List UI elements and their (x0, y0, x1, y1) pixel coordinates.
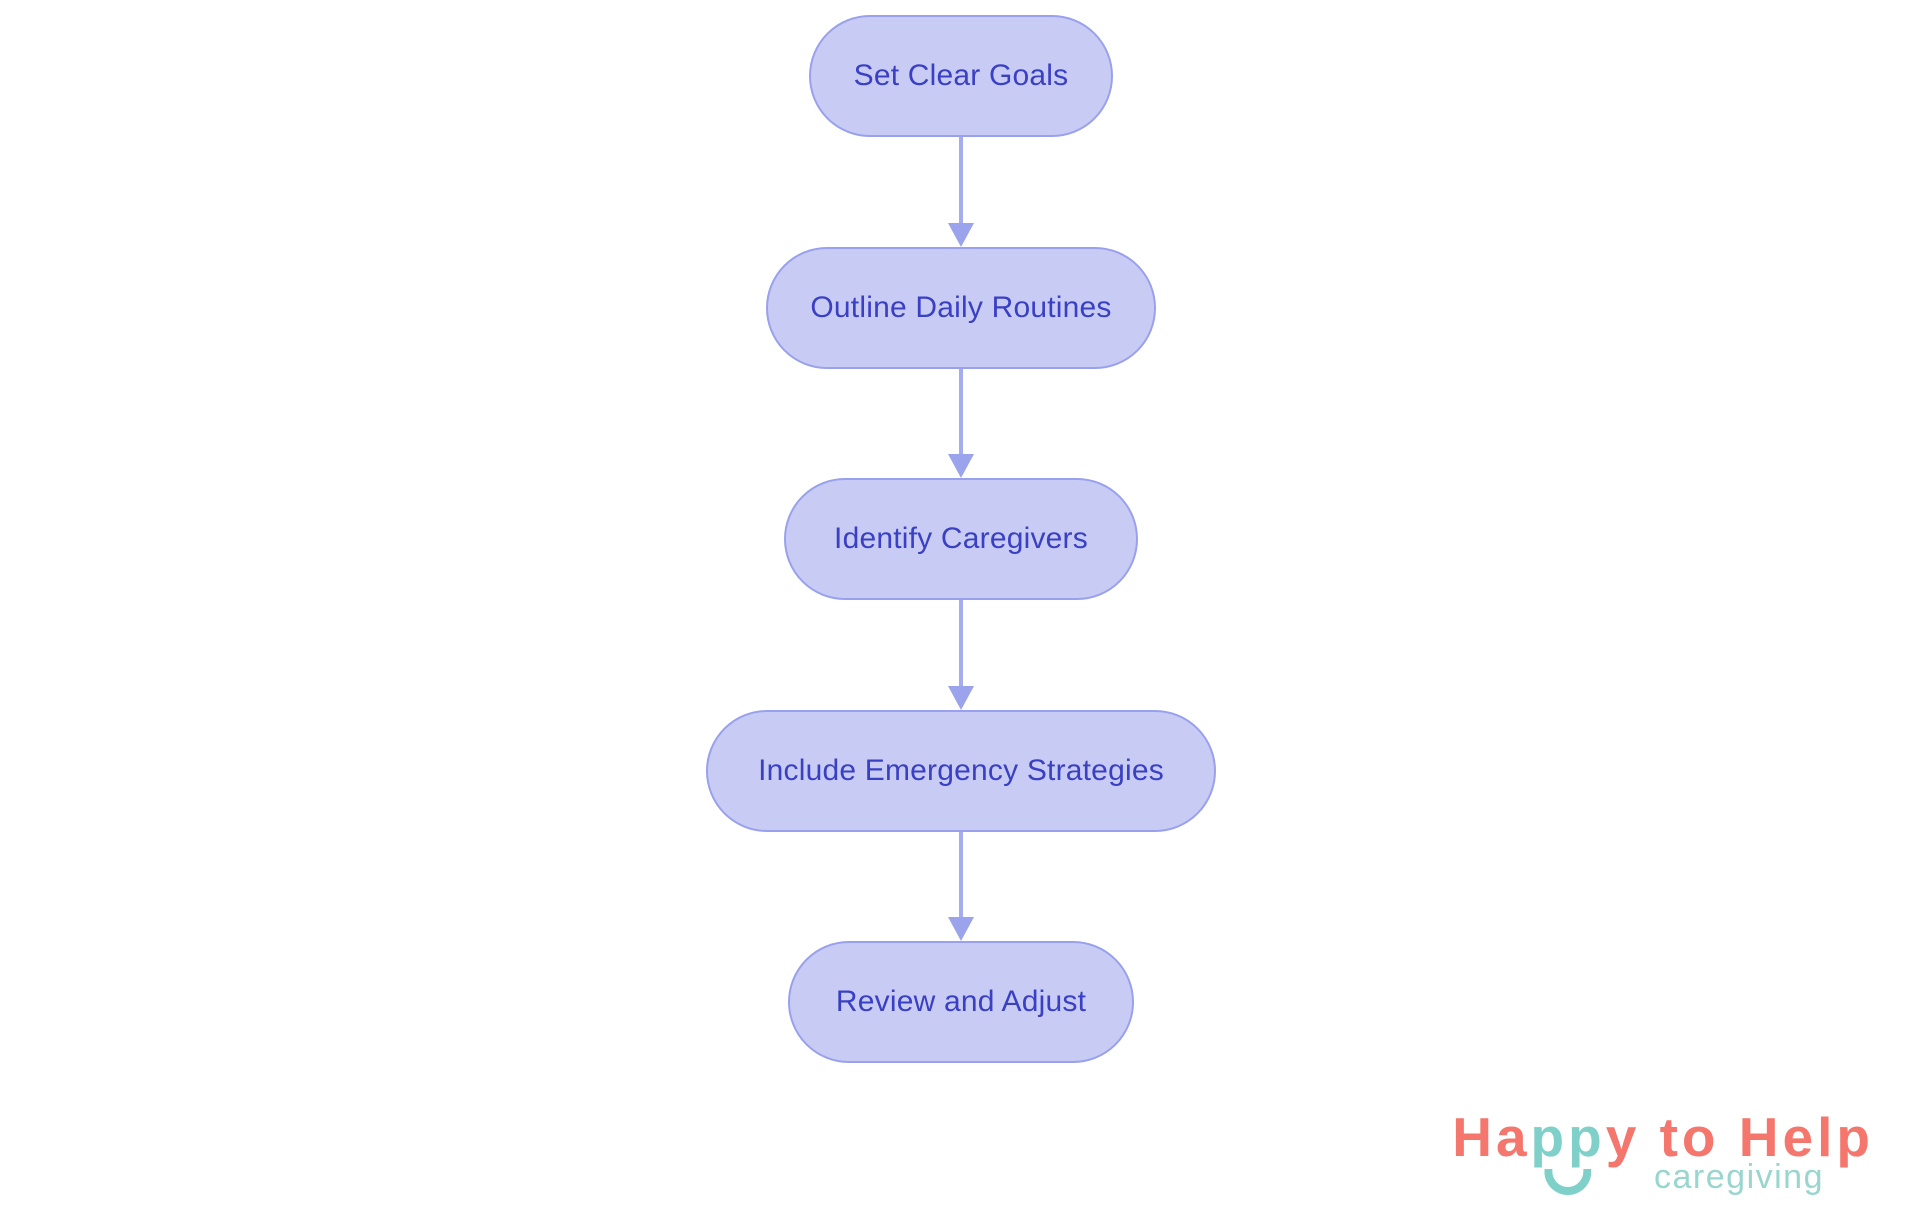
flow-node-label: Review and Adjust (835, 985, 1087, 1018)
flow-node-include-emergency-strategies: Include Emergency Strategies (706, 710, 1216, 832)
smile-icon (1544, 1169, 1592, 1195)
flow-arrowhead-icon (948, 686, 974, 710)
flow-node-label: Identify Caregivers (834, 522, 1088, 555)
flow-node-identify-caregivers: Identify Caregivers (784, 478, 1138, 600)
logo-text-rest: y to Help (1605, 1106, 1874, 1168)
flow-arrowhead-icon (948, 917, 974, 941)
logo-text-pp: pp (1531, 1110, 1606, 1195)
flow-arrow-stem (959, 600, 963, 688)
logo-tagline: caregiving (1654, 1158, 1824, 1196)
flow-arrowhead-icon (948, 454, 974, 478)
flow-node-label: Set Clear Goals (853, 59, 1069, 92)
flow-arrow-stem (959, 832, 963, 919)
flow-node-outline-daily-routines: Outline Daily Routines (766, 247, 1156, 369)
flow-arrow-stem (959, 137, 963, 225)
logo-text-pp-glyphs: pp (1530, 1106, 1606, 1168)
flow-node-label: Include Emergency Strategies (758, 754, 1164, 787)
flow-arrow-stem (959, 369, 963, 456)
flow-node-set-clear-goals: Set Clear Goals (809, 15, 1113, 137)
flow-arrowhead-icon (948, 223, 974, 247)
flow-node-review-and-adjust: Review and Adjust (788, 941, 1134, 1063)
flow-node-label: Outline Daily Routines (810, 291, 1112, 324)
logo-text-ha: Ha (1452, 1106, 1531, 1168)
